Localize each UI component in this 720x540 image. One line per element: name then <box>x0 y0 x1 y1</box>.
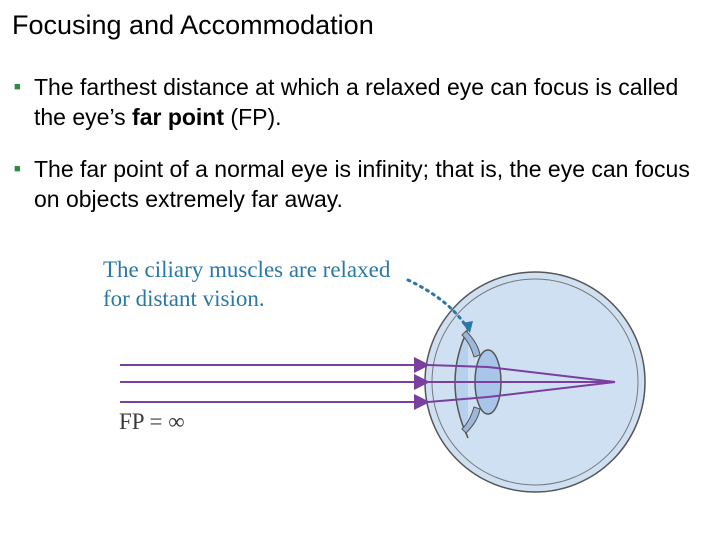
bullet-1-text-end: (FP). <box>224 104 282 130</box>
bullet-normal-eye: The far point of a normal eye is infinit… <box>14 154 704 214</box>
caption-line-2: for distant vision. <box>103 284 390 313</box>
slide-title: Focusing and Accommodation <box>12 8 374 42</box>
eye-diagram: The ciliary muscles are relaxed for dist… <box>90 245 650 505</box>
caption-line-1: The ciliary muscles are relaxed <box>103 255 390 284</box>
bullet-list: The farthest distance at which a relaxed… <box>14 72 704 236</box>
square-bullet-icon <box>14 163 23 172</box>
bullet-2-text: The far point of a normal eye is infinit… <box>34 156 690 212</box>
bullet-1-text-start: The farthest distance at which a relaxed… <box>34 74 678 130</box>
bullet-1-term: far point <box>132 104 224 130</box>
bullet-far-point-definition: The farthest distance at which a relaxed… <box>14 72 704 132</box>
square-bullet-icon <box>14 81 23 90</box>
figure-caption: The ciliary muscles are relaxed for dist… <box>103 255 390 313</box>
far-point-label: FP = ∞ <box>119 409 185 435</box>
